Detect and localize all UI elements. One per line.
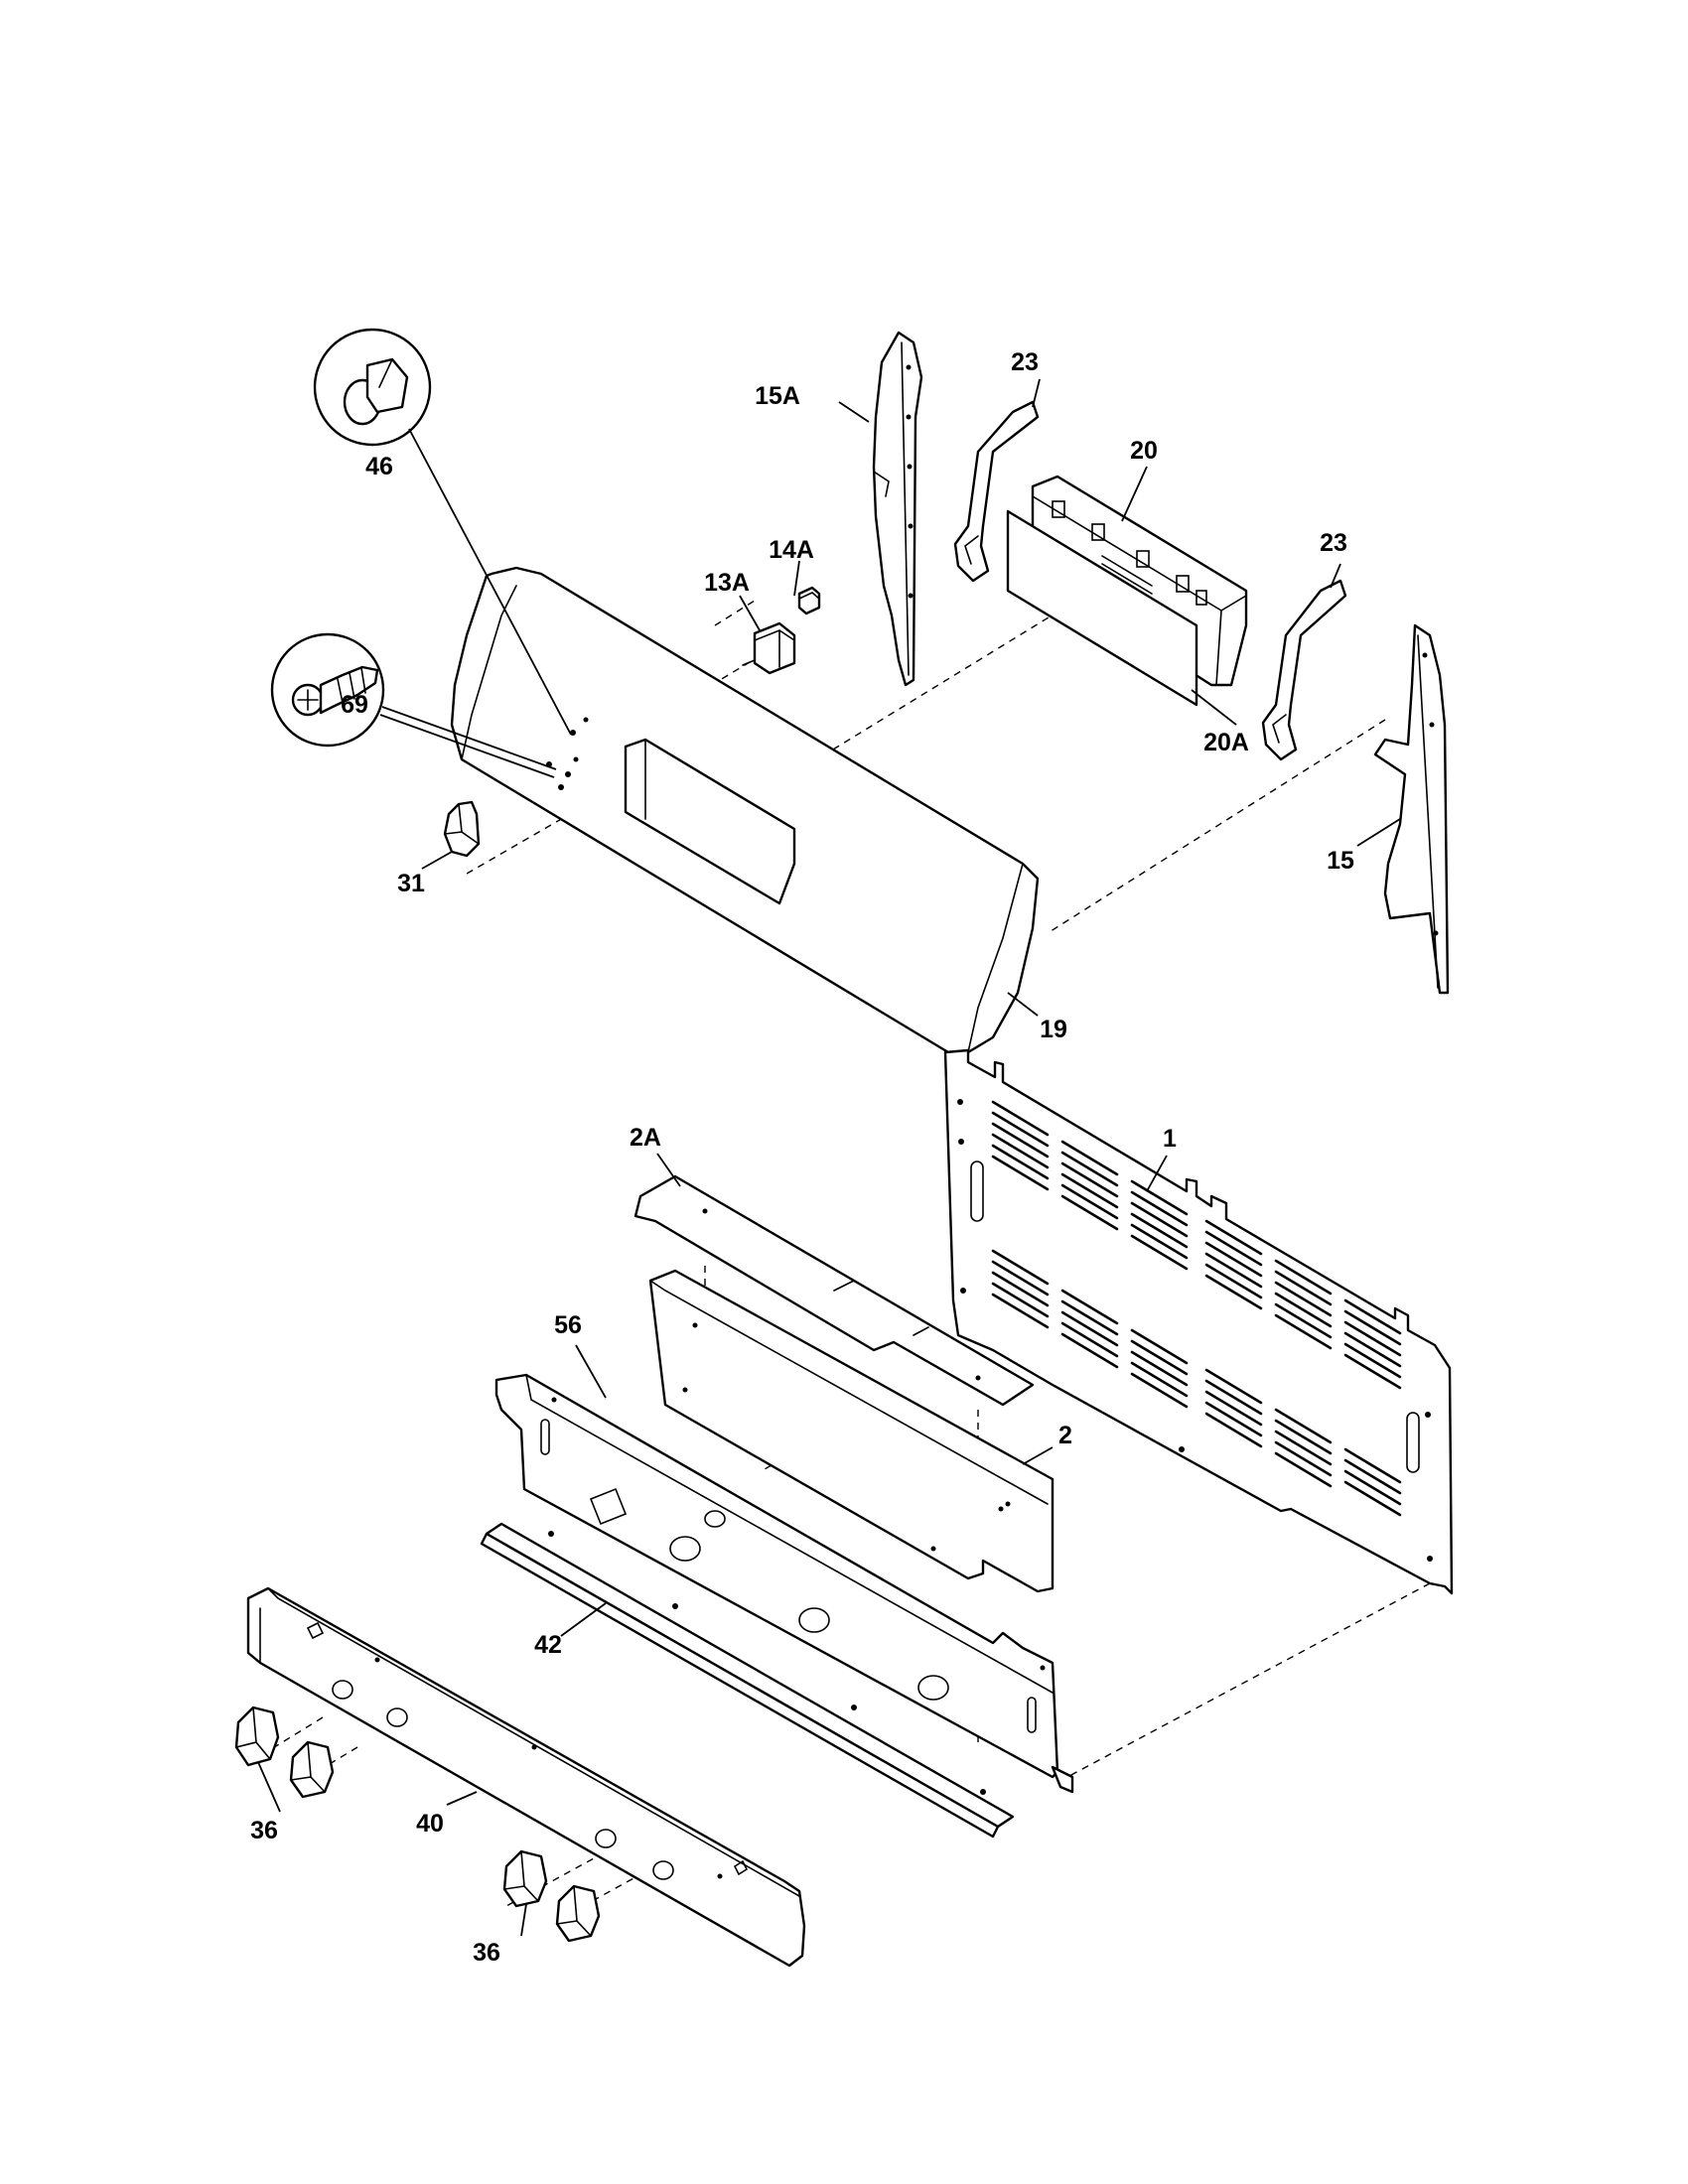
callout-14a: 14A xyxy=(769,536,814,564)
burner-knob-4-part xyxy=(555,1884,601,1943)
selector-switch-part xyxy=(742,621,796,675)
callout-23-left: 23 xyxy=(1011,348,1039,376)
indicator-light-part xyxy=(797,586,821,615)
callout-23-right: 23 xyxy=(1320,529,1347,557)
backguard-panel-part xyxy=(450,566,1040,1054)
burner-knob-3-part xyxy=(502,1849,548,1908)
callout-1: 1 xyxy=(1163,1125,1177,1153)
callout-31: 31 xyxy=(397,870,425,897)
trim-strip-part xyxy=(480,1522,1015,1839)
callout-labels: 15A 23 20 23 46 14A 13A 20A 69 15 31 19 … xyxy=(250,348,1354,1967)
manifold-panel-part xyxy=(494,1373,1074,1794)
callout-36-left: 36 xyxy=(250,1817,278,1844)
end-bracket-right-part xyxy=(1373,623,1450,995)
callout-46: 46 xyxy=(365,453,393,480)
burner-knob-1-part xyxy=(234,1706,280,1767)
callout-2: 2 xyxy=(1058,1422,1072,1449)
bracket-clip-left-part xyxy=(953,400,1040,583)
callout-56: 56 xyxy=(554,1311,582,1339)
screw-detail xyxy=(270,632,557,778)
end-bracket-left-part xyxy=(872,331,923,687)
callout-20: 20 xyxy=(1130,437,1158,465)
callout-42: 42 xyxy=(534,1631,562,1659)
rear-panel-part xyxy=(943,1048,1454,1595)
callout-2a: 2A xyxy=(630,1124,661,1152)
callout-15a: 15A xyxy=(755,382,800,410)
control-panel-shield-part xyxy=(648,1269,1055,1593)
heat-shield-upper-part xyxy=(633,1174,1035,1407)
bracket-clip-right-part xyxy=(1261,579,1347,761)
callout-13a: 13A xyxy=(704,569,750,597)
control-panel-part xyxy=(246,1586,806,1968)
leader-lines xyxy=(257,378,1401,1937)
knob-part xyxy=(443,800,481,858)
callout-20a: 20A xyxy=(1203,729,1249,756)
callout-19: 19 xyxy=(1040,1016,1067,1043)
overlay-panel-part xyxy=(1006,509,1198,707)
callout-69: 69 xyxy=(341,691,368,719)
callout-40: 40 xyxy=(416,1810,444,1838)
callout-15: 15 xyxy=(1327,847,1354,875)
burner-knob-2-part xyxy=(289,1740,335,1799)
plug-button-detail xyxy=(313,328,572,736)
callout-36-right: 36 xyxy=(473,1939,500,1967)
